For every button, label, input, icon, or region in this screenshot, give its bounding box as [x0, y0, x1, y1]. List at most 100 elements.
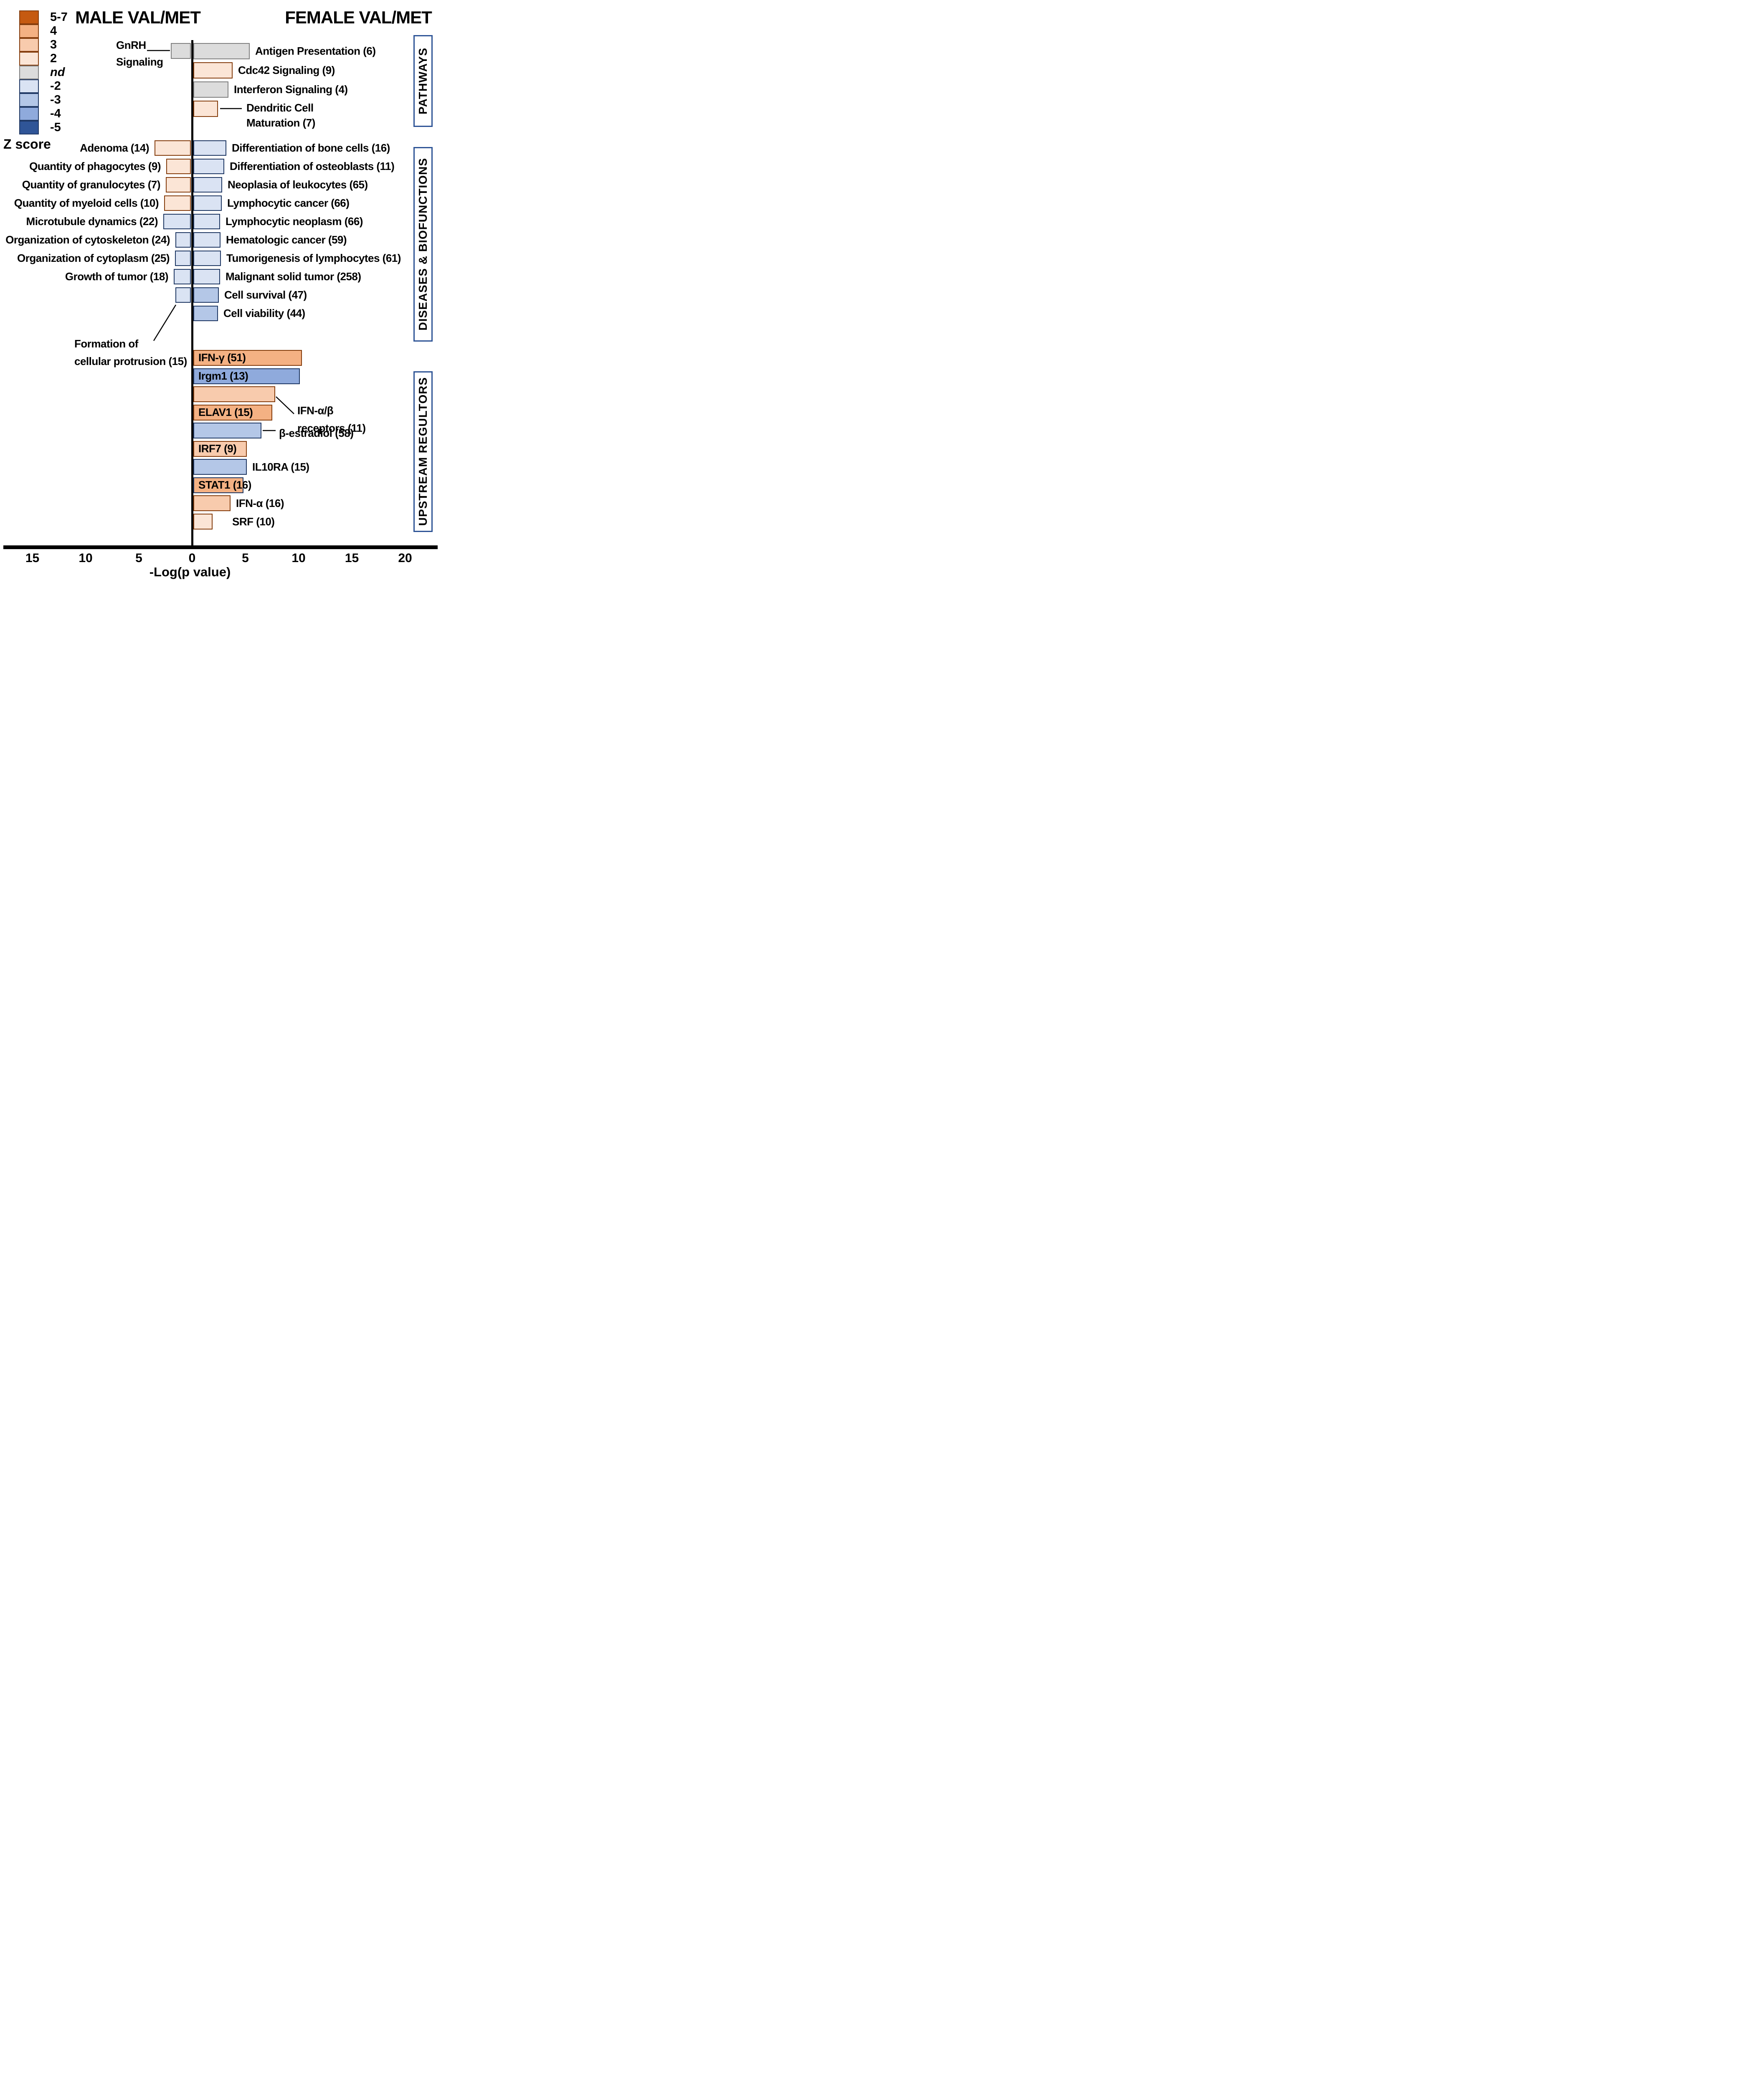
bar-label: Malignant solid tumor (258) — [226, 270, 361, 283]
bar — [193, 459, 247, 475]
bar — [193, 140, 226, 156]
bar-label: IRF7 (9) — [198, 442, 237, 455]
bar — [193, 251, 221, 266]
bar — [193, 386, 275, 402]
bar-label: IFN-α (16) — [236, 497, 284, 509]
bar — [193, 514, 213, 530]
x-tick--15: 15 — [25, 551, 40, 565]
title-female: FEMALE VAL/MET — [285, 8, 432, 27]
title-male: MALE VAL/MET — [75, 8, 201, 27]
bar — [175, 232, 191, 248]
x-tick-10: 10 — [291, 551, 306, 565]
x-tick--5: 5 — [135, 551, 142, 565]
bar — [193, 306, 218, 321]
bar-label: STAT1 (16) — [198, 479, 251, 491]
legend-chip-z-5 — [19, 121, 39, 134]
legend-chip-z2 — [19, 52, 39, 66]
zscore-legend-title: Z score — [3, 137, 51, 152]
zero-baseline — [191, 40, 193, 547]
bar-callout-label: β-estradiol (58) — [279, 427, 354, 439]
bar-label: Differentiation of bone cells (16) — [232, 142, 390, 154]
section-label-pathways: PATHWAYS — [416, 48, 429, 114]
legend-label-z-4: -4 — [50, 107, 61, 120]
bar-label: Growth of tumor (18) — [65, 270, 169, 283]
bar-label: SRF (10) — [232, 515, 275, 528]
bar-label: Cell survival (47) — [224, 289, 307, 301]
bar — [193, 495, 231, 511]
legend-chip-znd — [19, 66, 39, 79]
section-label-upstream-regulators: UPSTREAM REGULTORS — [416, 377, 429, 526]
legend-label-z-5: -5 — [50, 121, 61, 134]
bar-label: Lymphocytic cancer (66) — [227, 197, 350, 209]
x-axis-line — [3, 545, 438, 549]
bar — [164, 195, 191, 211]
legend-chip-z-4 — [19, 107, 39, 121]
bar — [163, 214, 191, 229]
bar-label: Organization of cytoplasm (25) — [17, 252, 170, 264]
section-box-upstream-regulators: UPSTREAM REGULTORS — [413, 371, 433, 532]
x-tick-20: 20 — [398, 551, 412, 565]
bar-label: Quantity of myeloid cells (10) — [14, 197, 159, 209]
bar — [193, 269, 220, 284]
bar — [171, 43, 191, 59]
bar-label: Cell viability (44) — [223, 307, 305, 319]
bar-label: Organization of cytoskeleton (24) — [5, 233, 170, 246]
bar-label: Tumorigenesis of lymphocytes (61) — [226, 252, 401, 264]
bar — [193, 195, 222, 211]
legend-chip-z3 — [19, 38, 39, 52]
bar — [193, 214, 220, 229]
legend-chip-z4 — [19, 24, 39, 38]
bar-label: Neoplasia of leukocytes (65) — [228, 178, 368, 191]
legend-chip-z-3 — [19, 93, 39, 107]
bar-label: Differentiation of osteoblasts (11) — [230, 160, 395, 172]
legend-label-z4: 4 — [50, 24, 57, 38]
bar — [193, 81, 228, 98]
bar-label: Lymphocytic neoplasm (66) — [226, 215, 363, 228]
section-label-diseases-biofunctions: DISEASES & BIOFUNCTIONS — [416, 158, 429, 331]
bar — [166, 159, 191, 174]
bar: STAT1 (16) — [193, 477, 251, 493]
bar — [193, 423, 261, 438]
section-box-diseases-biofunctions: DISEASES & BIOFUNCTIONS — [413, 147, 433, 342]
bar — [193, 177, 222, 193]
legend-chip-z-2 — [19, 79, 39, 93]
legend-chip-z5-7 — [19, 10, 39, 24]
legend-label-z-2: -2 — [50, 79, 61, 93]
legend-label-z2: 2 — [50, 52, 57, 65]
bar-label: Cdc42 Signaling (9) — [238, 64, 335, 76]
bar — [175, 251, 191, 266]
x-tick--10: 10 — [79, 551, 93, 565]
bar: IRF7 (9) — [193, 441, 247, 457]
bar: IFN-γ (51) — [193, 350, 302, 366]
bar-label: IL10RA (15) — [252, 461, 309, 473]
bar — [193, 101, 218, 117]
x-tick-5: 5 — [242, 551, 249, 565]
legend-label-z3: 3 — [50, 38, 57, 51]
bar-label: Quantity of granulocytes (7) — [22, 178, 161, 191]
bar — [174, 269, 191, 284]
bar: ELAV1 (15) — [193, 405, 272, 421]
bar: Irgm1 (13) — [193, 368, 300, 384]
x-tick-0: 0 — [188, 551, 196, 565]
bar-label: Microtubule dynamics (22) — [26, 215, 158, 228]
bar-label: Irgm1 (13) — [198, 370, 248, 382]
bar-label: Adenoma (14) — [80, 142, 149, 154]
bar — [193, 43, 250, 59]
bar — [166, 177, 191, 193]
bar — [193, 62, 233, 79]
legend-label-znd: nd — [50, 66, 65, 79]
callout-line — [276, 396, 294, 414]
x-tick-15: 15 — [345, 551, 359, 565]
bar — [175, 287, 191, 303]
bar — [155, 140, 191, 156]
bar-label: ELAV1 (15) — [198, 406, 253, 418]
bar-label: Quantity of phagocytes (9) — [29, 160, 161, 172]
legend-label-z-3: -3 — [50, 93, 61, 106]
bar-label: Antigen Presentation (6) — [255, 45, 376, 57]
bar-label: Interferon Signaling (4) — [234, 83, 348, 96]
